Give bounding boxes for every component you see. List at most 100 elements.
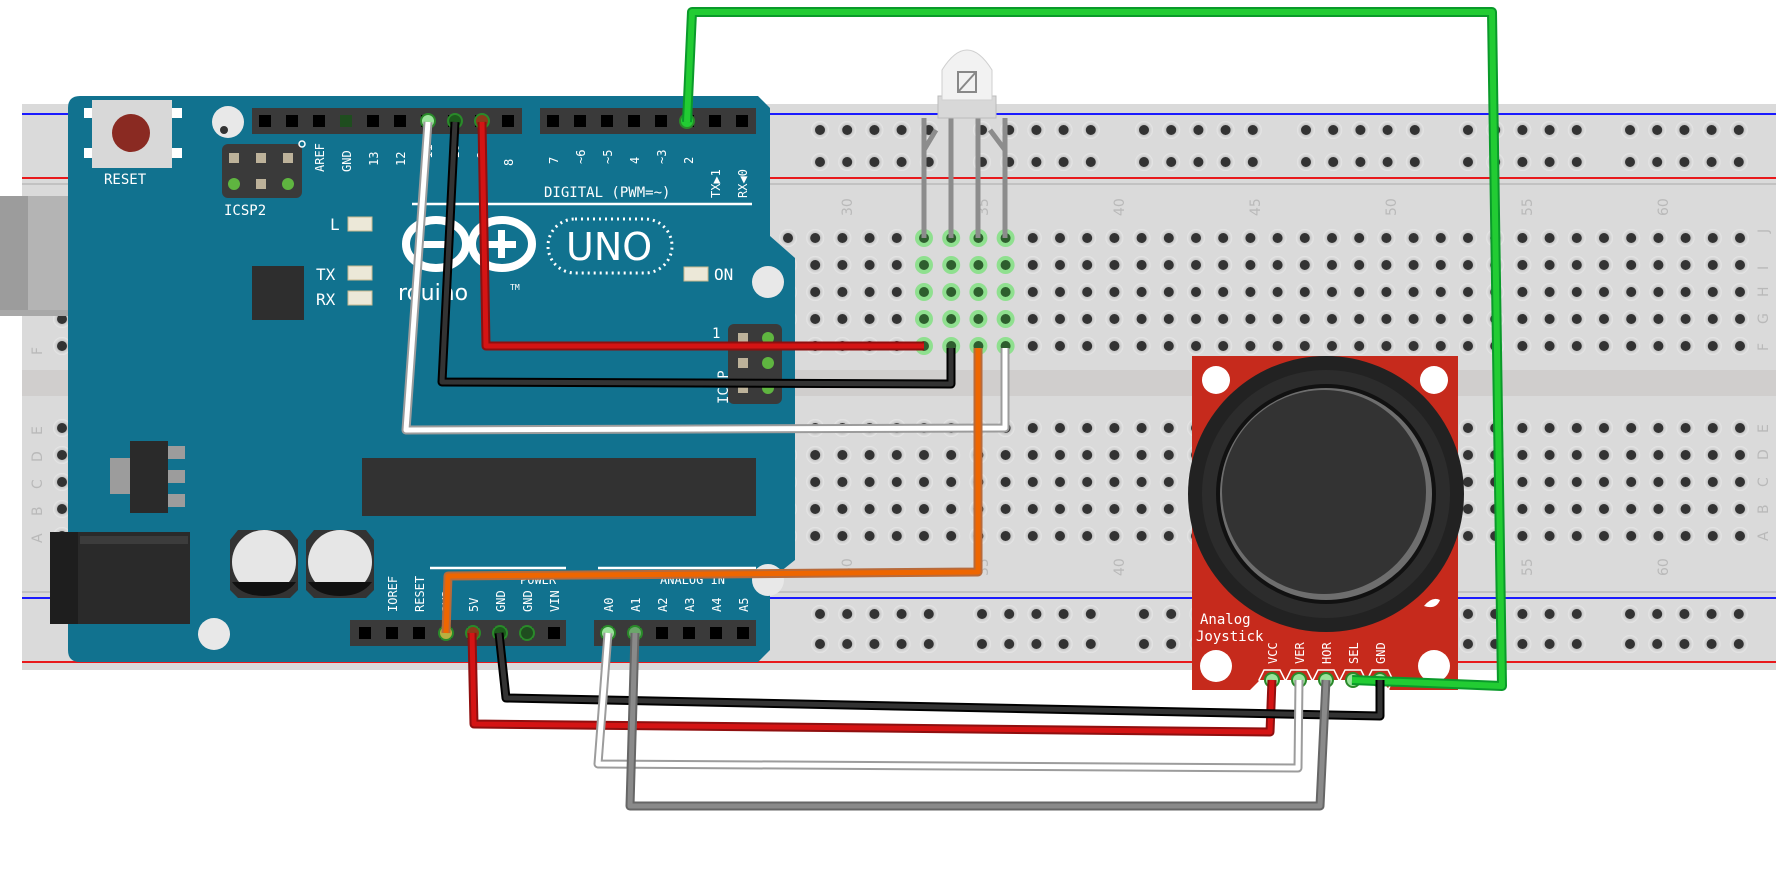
- joystick-title-1: Analog: [1200, 612, 1251, 628]
- rgb-led: [921, 49, 1008, 238]
- led-tx: TX: [316, 265, 373, 284]
- analog-pin-socket[interactable]: [737, 627, 749, 639]
- digital-pin-label: 2: [682, 157, 696, 164]
- analog-pin-label: A3: [683, 598, 697, 612]
- row-label: H: [1756, 286, 1772, 297]
- digital-pin-socket[interactable]: [547, 115, 559, 127]
- column-label: 40: [1112, 558, 1128, 576]
- row-label: J: [1756, 229, 1772, 234]
- row-label: I: [1756, 266, 1772, 270]
- column-label: 45: [1248, 198, 1264, 216]
- analog-pin-socket[interactable]: [710, 627, 722, 639]
- capacitor: [306, 530, 374, 598]
- row-label: B: [1756, 504, 1772, 514]
- digital-pin-socket[interactable]: [655, 115, 667, 127]
- power-jack: [50, 532, 190, 624]
- row-label: A: [30, 533, 46, 543]
- uno-badge: UNO: [546, 217, 674, 275]
- breadboard-holes: [53, 121, 1749, 653]
- digital-pin-label: 12: [394, 152, 408, 166]
- digital-pin-label: 8: [502, 159, 516, 166]
- analog-pin-label: A0: [602, 598, 616, 612]
- usb-chip: [252, 266, 304, 320]
- power-pin-socket[interactable]: [359, 627, 371, 639]
- joystick-pin-label: VER: [1293, 642, 1307, 664]
- power-pin-label: GND: [494, 590, 508, 612]
- joystick-pin-label: SEL: [1347, 642, 1361, 664]
- digital-pin-socket[interactable]: [313, 115, 325, 127]
- analog-pin-label: A2: [656, 598, 670, 612]
- mounting-hole: [752, 266, 784, 298]
- power-pin-socket[interactable]: [386, 627, 398, 639]
- digital-pin-socket[interactable]: [340, 115, 352, 127]
- row-label: C: [30, 479, 46, 489]
- connected-pin: [519, 625, 535, 641]
- power-pin-socket[interactable]: [413, 627, 425, 639]
- power-pin-label: VIN: [548, 590, 562, 612]
- digital-pin-socket[interactable]: [574, 115, 586, 127]
- led-l: L: [330, 215, 373, 234]
- joystick-pin-label: GND: [1374, 642, 1388, 664]
- digital-pin-label: 13: [367, 152, 381, 166]
- sparkfun-logo: [1424, 598, 1440, 608]
- analog-header: [594, 620, 756, 646]
- icsp-pin1-label: 1: [712, 326, 720, 342]
- row-label: C: [1756, 477, 1772, 487]
- digital-pin-socket[interactable]: [259, 115, 271, 127]
- mounting-hole: [212, 106, 244, 138]
- analog-pin-socket[interactable]: [656, 627, 668, 639]
- row-label: D: [1756, 449, 1772, 460]
- bottom-pin-sockets: [359, 625, 749, 641]
- column-label: 30: [840, 198, 856, 216]
- digital-pin-label: GND: [340, 150, 354, 172]
- digital-pin-socket[interactable]: [367, 115, 379, 127]
- digital-pin-socket[interactable]: [601, 115, 613, 127]
- row-label: F: [30, 347, 46, 355]
- power-pin-socket[interactable]: [548, 627, 560, 639]
- digital-pin-socket[interactable]: [736, 115, 748, 127]
- joystick-knob[interactable]: [1222, 390, 1426, 594]
- digital-pin-socket[interactable]: [709, 115, 721, 127]
- reset-button[interactable]: [84, 100, 182, 168]
- mounting-hole: [752, 564, 784, 596]
- svg-text:RX: RX: [316, 290, 336, 309]
- column-label: 40: [1112, 198, 1128, 216]
- icsp-header: [728, 324, 782, 404]
- capacitor: [230, 530, 298, 598]
- column-label: 55: [1520, 198, 1536, 216]
- analog-pin-label: A4: [710, 598, 724, 612]
- digital-pin-label: ~5: [601, 150, 615, 164]
- row-label: E: [30, 426, 46, 435]
- wires: [401, 7, 1507, 811]
- svg-text:ON: ON: [714, 265, 733, 284]
- digital-pin-label: TX▶1: [709, 169, 723, 198]
- digital-pin-label: 7: [547, 157, 561, 164]
- arduino-tm: TM: [510, 283, 520, 292]
- led-on: ON: [683, 265, 733, 284]
- analog-pin-socket[interactable]: [683, 627, 695, 639]
- svg-text:L: L: [330, 215, 340, 234]
- row-label: F: [1756, 343, 1772, 351]
- row-label: B: [30, 506, 46, 516]
- analog-pin-label: A1: [629, 598, 643, 612]
- digital-pin-socket[interactable]: [394, 115, 406, 127]
- voltage-regulator: [110, 441, 185, 513]
- digital-pin-socket[interactable]: [286, 115, 298, 127]
- mounting-hole: [198, 618, 230, 650]
- digital-pin-socket[interactable]: [502, 115, 514, 127]
- led-dome: [941, 49, 993, 101]
- column-label: 60: [1656, 558, 1672, 576]
- digital-pin-socket[interactable]: [628, 115, 640, 127]
- column-label: 60: [1656, 198, 1672, 216]
- digital-header-right: [540, 108, 756, 134]
- joystick-pin-label: VCC: [1266, 642, 1280, 664]
- joystick-title-2: Joystick: [1196, 629, 1264, 645]
- reset-label: RESET: [104, 172, 147, 188]
- digital-label: DIGITAL (PWM=~): [544, 185, 670, 201]
- digital-pin-label: ~6: [574, 150, 588, 164]
- digital-pin-label: AREF: [313, 143, 327, 172]
